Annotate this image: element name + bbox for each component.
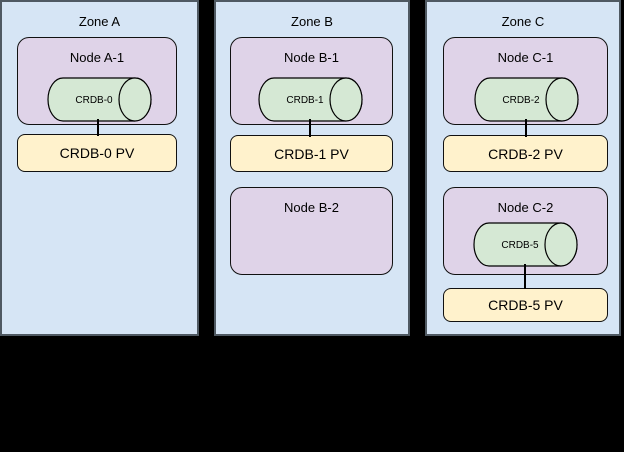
crdb-pod-cylinder-icon: CRDB-2 bbox=[474, 77, 579, 122]
node-a-1-box: Node A-1 CRDB-0 bbox=[17, 37, 177, 125]
node-c-2-box: Node C-2 CRDB-5 bbox=[443, 187, 608, 275]
node-b-1-label: Node B-1 bbox=[284, 50, 339, 65]
pv-crdb-1-label: CRDB-1 PV bbox=[274, 145, 349, 162]
crdb-pod-cylinder-icon: CRDB-1 bbox=[258, 77, 363, 122]
pv-crdb-5-box: CRDB-5 PV bbox=[443, 288, 608, 322]
pod-crdb-1-label: CRDB-1 bbox=[286, 95, 324, 106]
pv-crdb-0-label: CRDB-0 PV bbox=[59, 145, 135, 161]
pod-crdb-0-label: CRDB-0 bbox=[75, 95, 113, 106]
node-b-2-box: Node B-2 bbox=[230, 187, 393, 275]
zone-a-panel: Zone A Node A-1 CRDB-0 CRDB-0 PV bbox=[0, 0, 199, 336]
pv-crdb-2-box: CRDB-2 PV bbox=[443, 135, 608, 172]
node-c-2-label: Node C-2 bbox=[497, 200, 554, 215]
node-c-1-box: Node C-1 CRDB-2 bbox=[443, 37, 608, 125]
connector-crdb-5-to-pv bbox=[524, 264, 526, 289]
zone-c-label: Zone C bbox=[501, 14, 545, 29]
zone-a-label: Zone A bbox=[78, 14, 121, 29]
pv-crdb-2-label: CRDB-2 PV bbox=[488, 145, 563, 162]
zone-b-label: Zone B bbox=[291, 14, 333, 29]
pod-crdb-2-label: CRDB-2 bbox=[502, 95, 540, 106]
connector-crdb-2-to-pv bbox=[525, 119, 527, 137]
pv-crdb-5-label: CRDB-5 PV bbox=[488, 297, 563, 313]
node-b-2-label: Node B-2 bbox=[284, 200, 339, 215]
node-c-1-label: Node C-1 bbox=[497, 50, 554, 65]
node-b-1-box: Node B-1 CRDB-1 bbox=[230, 37, 393, 125]
zone-b-panel: Zone B Node B-1 CRDB-1 CRDB-1 PV Node B-… bbox=[214, 0, 410, 336]
node-a-1-label: Node A-1 bbox=[69, 50, 125, 65]
pod-crdb-5-label: CRDB-5 bbox=[501, 240, 539, 251]
pv-crdb-1-box: CRDB-1 PV bbox=[230, 135, 393, 172]
connector-crdb-0-to-pv bbox=[97, 119, 99, 136]
zone-c-panel: Zone C Node C-1 CRDB-2 CRDB-2 PV Node C-… bbox=[425, 0, 621, 336]
crdb-pod-cylinder-icon: CRDB-0 bbox=[47, 77, 152, 122]
pv-crdb-0-box: CRDB-0 PV bbox=[17, 134, 177, 172]
connector-crdb-1-to-pv bbox=[309, 119, 311, 137]
crdb-pod-cylinder-icon: CRDB-5 bbox=[473, 222, 578, 267]
